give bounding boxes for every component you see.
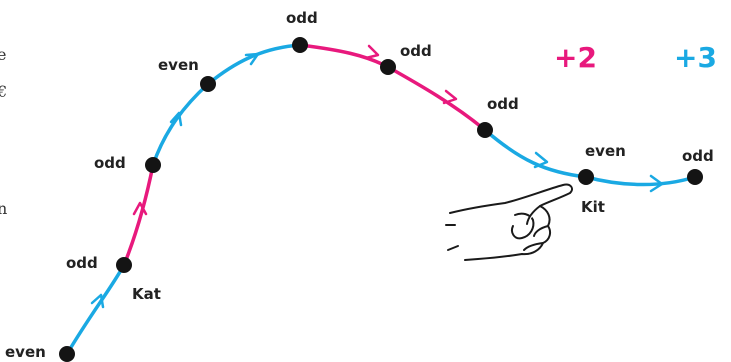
path-segment-6 xyxy=(483,128,587,179)
node-2 xyxy=(145,157,161,173)
path-segment-7 xyxy=(585,175,696,187)
edge-fragment-3: n xyxy=(0,199,7,218)
node-6 xyxy=(477,122,493,138)
node-1 xyxy=(116,257,132,273)
node-label-6: odd xyxy=(487,95,519,113)
arrowhead-4 xyxy=(364,44,380,60)
edge-fragment-1: e xyxy=(0,45,6,64)
player-name-kit: Kit xyxy=(581,198,605,216)
edge-fragment-2: € xyxy=(0,82,7,101)
path-segment-0 xyxy=(65,264,126,355)
arrowhead-7 xyxy=(649,174,664,193)
node-label-7: even xyxy=(585,142,626,160)
node-8 xyxy=(687,169,703,185)
arrowhead-2 xyxy=(169,111,183,127)
player-name-kat: Kat xyxy=(132,285,161,303)
nodes xyxy=(59,37,703,362)
legend-plus-two: +2 xyxy=(554,41,597,74)
path-segment-2 xyxy=(151,82,210,166)
arrowhead-0 xyxy=(90,293,105,309)
path-segments xyxy=(65,43,696,355)
node-label-8: odd xyxy=(682,147,714,165)
node-4 xyxy=(292,37,308,53)
node-label-5: odd xyxy=(400,42,432,60)
node-7 xyxy=(578,169,594,185)
node-label-3: even xyxy=(158,56,199,74)
pointing-hand-icon xyxy=(445,183,573,261)
arrowheads xyxy=(90,44,664,309)
node-label-1: odd xyxy=(66,254,98,272)
legend-plus-three: +3 xyxy=(674,41,717,74)
path-segment-5 xyxy=(387,65,487,132)
path-segment-1 xyxy=(122,164,155,266)
node-label-4: odd xyxy=(286,9,318,27)
arrowhead-5 xyxy=(442,89,458,105)
arrowhead-1 xyxy=(132,201,148,216)
arrowhead-3 xyxy=(244,52,260,66)
node-0 xyxy=(59,346,75,362)
path-segment-3 xyxy=(206,43,301,86)
node-label-0: even xyxy=(5,343,46,361)
node-5 xyxy=(380,59,396,75)
node-3 xyxy=(200,76,216,92)
node-label-2: odd xyxy=(94,154,126,172)
arrowhead-6 xyxy=(533,151,549,169)
node-labels: even odd odd even odd odd odd even odd xyxy=(5,9,714,361)
